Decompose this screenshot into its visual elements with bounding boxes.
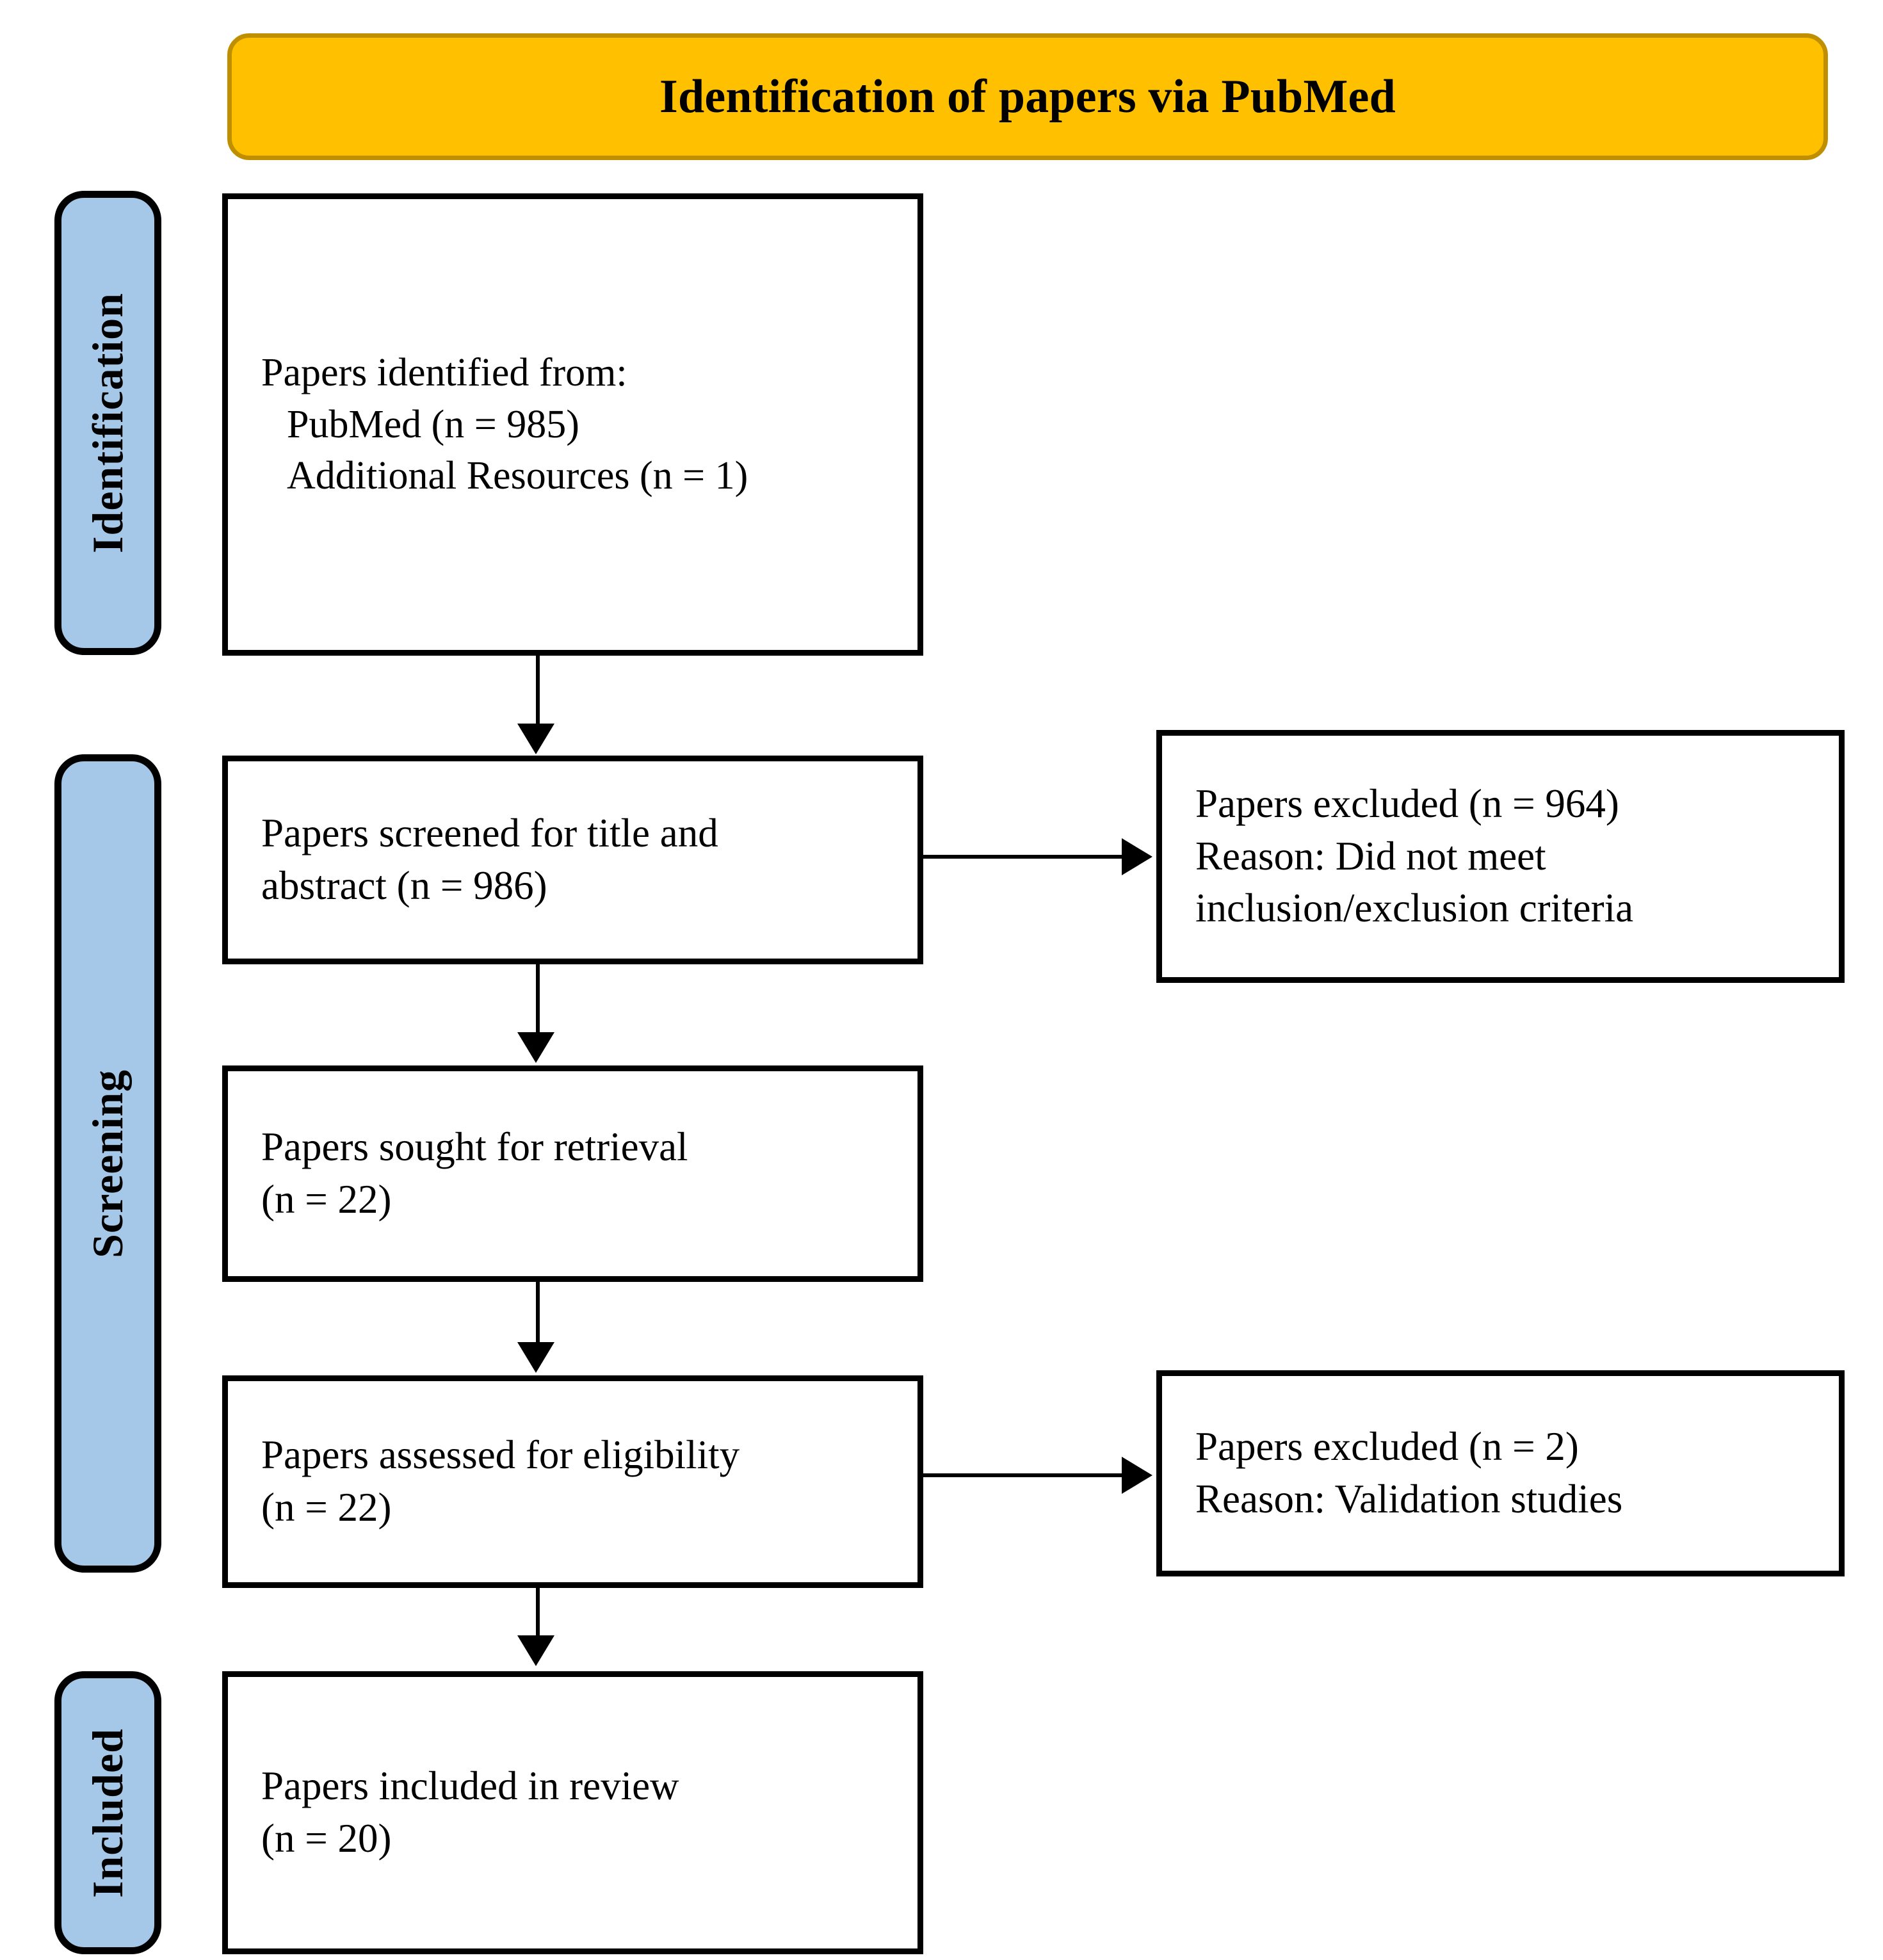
arrow-down-icon-retrieval-to-eligibility <box>517 1342 554 1373</box>
box-papers-sought-retrieval-line1: Papers sought for retrieval <box>261 1124 688 1170</box>
box-papers-excluded-screening-line1: Papers excluded (n = 964) <box>1195 781 1619 826</box>
box-papers-screened: Papers screened for title and abstract (… <box>222 756 923 964</box>
arrow-right-icon-screened-to-excluded <box>1122 838 1152 875</box>
box-papers-identified-line2: PubMed (n = 985) <box>287 402 579 446</box>
box-papers-identified: Papers identified from: PubMed (n = 985)… <box>222 193 923 656</box>
connector-retrieval-to-eligibility <box>536 1282 540 1345</box>
box-papers-assessed-eligibility-line1: Papers assessed for eligibility <box>261 1432 740 1478</box>
box-papers-included-review-line2: (n = 20) <box>261 1816 392 1861</box>
box-papers-excluded-screening-line2: Reason: Did not meet <box>1195 833 1546 879</box>
box-papers-excluded-eligibility: Papers excluded (n = 2) Reason: Validati… <box>1156 1370 1845 1576</box>
box-papers-excluded-eligibility-line2: Reason: Validation studies <box>1195 1477 1623 1521</box>
box-papers-excluded-screening-line3: inclusion/exclusion criteria <box>1195 886 1634 931</box>
box-papers-included-review-line1: Papers included in review <box>261 1763 679 1809</box>
arrow-down-icon-eligibility-to-included <box>517 1635 554 1666</box>
box-papers-screened-line2: abstract (n = 986) <box>261 863 547 908</box>
box-papers-assessed-eligibility: Papers assessed for eligibility (n = 22) <box>222 1375 923 1588</box>
stage-label-identification: Identification <box>54 191 161 655</box>
stage-label-screening: Screening <box>54 754 161 1573</box>
stage-label-screening-text: Screening <box>83 1069 133 1258</box>
identification-banner: Identification of papers via PubMed <box>227 33 1828 160</box>
stage-label-included: Included <box>54 1671 161 1954</box>
arrow-down-icon-identified-to-screened <box>517 724 554 754</box>
box-papers-excluded-eligibility-line1: Papers excluded (n = 2) <box>1195 1424 1579 1470</box>
box-papers-sought-retrieval-line2: (n = 22) <box>261 1177 392 1222</box>
connector-screened-to-excluded <box>923 855 1126 859</box>
box-papers-excluded-screening: Papers excluded (n = 964) Reason: Did no… <box>1156 730 1845 983</box>
stage-label-included-text: Included <box>83 1728 132 1898</box>
connector-eligibility-to-excluded <box>923 1473 1126 1477</box>
box-papers-sought-retrieval: Papers sought for retrieval (n = 22) <box>222 1065 923 1282</box>
box-papers-screened-line1: Papers screened for title and <box>261 811 718 856</box>
connector-eligibility-to-included <box>536 1588 540 1638</box>
box-papers-identified-line3: Additional Resources (n = 1) <box>287 454 748 498</box>
stage-label-identification-text: Identification <box>83 293 132 553</box>
box-papers-included-review: Papers included in review (n = 20) <box>222 1671 923 1954</box>
banner-title: Identification of papers via PubMed <box>659 70 1396 123</box>
arrow-right-icon-eligibility-to-excluded <box>1122 1457 1152 1494</box>
box-papers-identified-line1: Papers identified from: <box>261 351 627 395</box>
connector-identified-to-screened <box>536 656 540 727</box>
arrow-down-icon-screened-to-retrieval <box>517 1032 554 1063</box>
connector-screened-to-retrieval <box>536 964 540 1035</box>
box-papers-assessed-eligibility-line2: (n = 22) <box>261 1485 392 1530</box>
